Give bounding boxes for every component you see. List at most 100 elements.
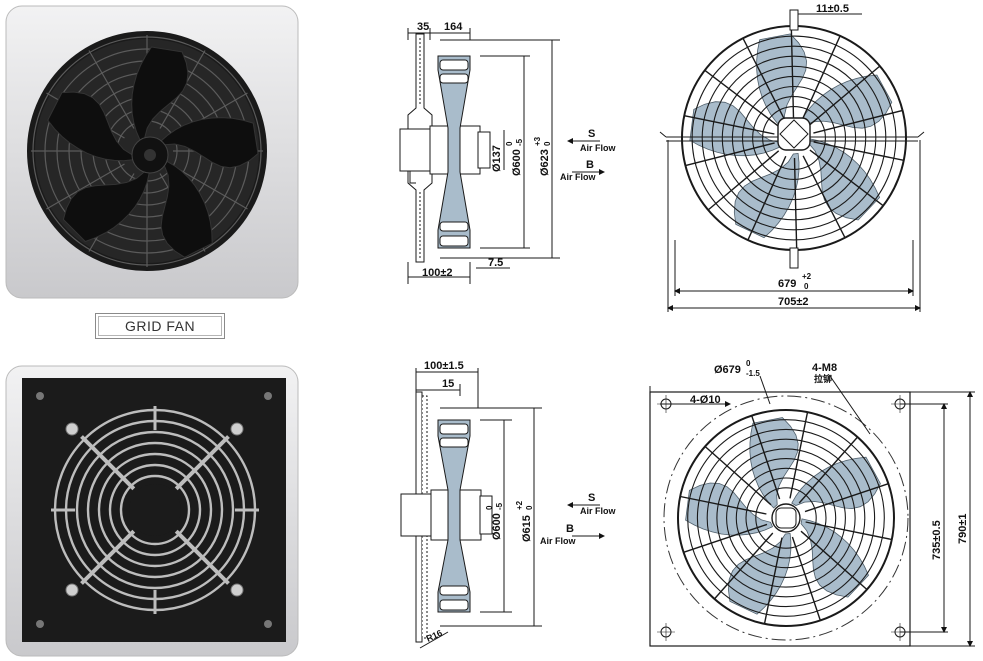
guard-spoke <box>704 69 779 127</box>
dim-15-label: 15 <box>442 378 454 390</box>
plate-fan-photo <box>5 365 299 657</box>
dim-615-tol-dn: 0 <box>525 505 534 510</box>
dim-679-b-tol-up: 0 <box>746 359 751 368</box>
guard-ring <box>741 85 847 191</box>
guard-ring <box>731 75 857 201</box>
guard-spoke <box>763 537 783 624</box>
guard-spoke <box>789 412 809 499</box>
guard-spoke <box>804 483 889 513</box>
dim-790-label: 790±1 <box>957 513 969 544</box>
guard-ring <box>716 448 856 588</box>
plate-guard-ring <box>108 463 202 557</box>
plate-guard-ring <box>97 452 213 568</box>
front-view-top <box>659 9 925 312</box>
dim-679-b-label: Ø679 <box>714 364 741 376</box>
dim-35-label: 35 <box>417 21 429 33</box>
guard-ring <box>691 35 897 241</box>
dim-615-tol-up: +2 <box>515 500 524 510</box>
guard-spoke <box>790 25 795 119</box>
flow-s-text-b: Air Flow <box>580 506 616 516</box>
photo-fan-blade <box>131 46 189 141</box>
guard-ring <box>721 65 867 211</box>
guard-spoke <box>793 157 798 251</box>
front-view-bottom <box>649 375 975 647</box>
photo-guard-spoke <box>88 50 135 129</box>
dim-holes-label: 4-Ø10 <box>690 394 721 406</box>
guard-ring <box>735 467 837 569</box>
dim-outer-tol-dn: 0 <box>543 141 552 146</box>
guard-spoke <box>713 532 774 600</box>
guard-spoke <box>813 141 904 161</box>
dim-679-tol-up: +2 <box>802 272 812 281</box>
guard-spoke <box>808 65 881 126</box>
fan-blade <box>749 417 799 509</box>
flow-s-text: Air Flow <box>580 143 616 153</box>
guard-spoke <box>798 436 859 504</box>
flow-b-letter: B <box>586 159 594 171</box>
flow-b-text-b: Air Flow <box>540 536 576 546</box>
guard-ring <box>745 477 827 559</box>
guard-ring <box>762 106 826 170</box>
flow-b-letter-b: B <box>566 523 574 535</box>
dim-blade-b-tol-dn: -5 <box>495 502 504 510</box>
dim-m8-note: 拉铆 <box>814 373 832 384</box>
guard-ring <box>711 55 877 221</box>
guard-ring <box>696 428 876 608</box>
fan-blade <box>727 533 792 615</box>
guard-ring <box>706 438 866 598</box>
guard-spoke <box>704 445 772 506</box>
dim-outer-label: Ø623 <box>539 149 551 176</box>
side-view-top <box>399 28 605 284</box>
guard-spoke <box>800 530 868 591</box>
fan-blade <box>733 153 800 239</box>
photo-fan-blade <box>160 117 259 169</box>
dim-164-label: 164 <box>444 21 463 33</box>
dim-hub-label: Ø137 <box>491 145 503 172</box>
guard-spoke <box>809 149 884 207</box>
grid-fan-caption: GRID FAN <box>95 313 225 339</box>
dim-blade-tol-up: 0 <box>505 141 514 146</box>
guard-spoke <box>684 115 775 135</box>
guard-ring <box>726 458 846 578</box>
guard-spoke <box>742 37 786 121</box>
dim-blade-label: Ø600 <box>511 149 523 176</box>
dim-blade-tol-dn: -5 <box>515 138 524 146</box>
dim-r16-label: R16 <box>425 628 444 644</box>
flow-s-letter-b: S <box>588 492 595 504</box>
guard-spoke <box>683 523 768 553</box>
dim-100-1-5-label: 100±1.5 <box>424 360 464 372</box>
plate-guard-ring <box>75 430 235 590</box>
dim-100-label: 100±2 <box>422 267 453 279</box>
fan-blade <box>791 456 881 510</box>
plate-guard-spoke <box>174 529 230 585</box>
guard-ring <box>755 487 817 549</box>
dim-705-label: 705±2 <box>778 296 809 308</box>
dim-7-5-label: 7.5 <box>488 257 503 269</box>
guard-spoke <box>813 109 903 134</box>
guard-spoke <box>802 155 846 239</box>
plate-guard-ring <box>119 474 191 546</box>
guard-spoke <box>791 536 821 621</box>
plate-guard-spoke <box>174 435 230 491</box>
plate-guard-ring <box>86 441 224 579</box>
guard-spoke <box>751 415 781 500</box>
photo-fan-blade <box>160 160 213 258</box>
guard-ring <box>701 45 887 231</box>
guard-ring <box>687 419 885 617</box>
flow-s-letter: S <box>588 128 595 140</box>
dim-679-label: 679 <box>778 278 796 290</box>
guard-spoke <box>801 35 841 121</box>
grid-fan-photo <box>5 5 299 299</box>
guard-ring <box>677 409 895 627</box>
guard-spoke <box>805 521 892 541</box>
dim-679-b-tol-dn: -1.5 <box>746 369 760 378</box>
photo-fan-blade <box>62 171 150 243</box>
dim-11-label: 11±0.5 <box>816 3 849 15</box>
fan-blade <box>689 101 782 157</box>
dim-blade-b-label: Ø600 <box>491 513 503 540</box>
guard-spoke <box>707 150 780 211</box>
flow-b-text: Air Flow <box>560 172 596 182</box>
plate-guard-spoke <box>80 435 136 491</box>
dim-735-label: 735±0.5 <box>931 520 943 560</box>
